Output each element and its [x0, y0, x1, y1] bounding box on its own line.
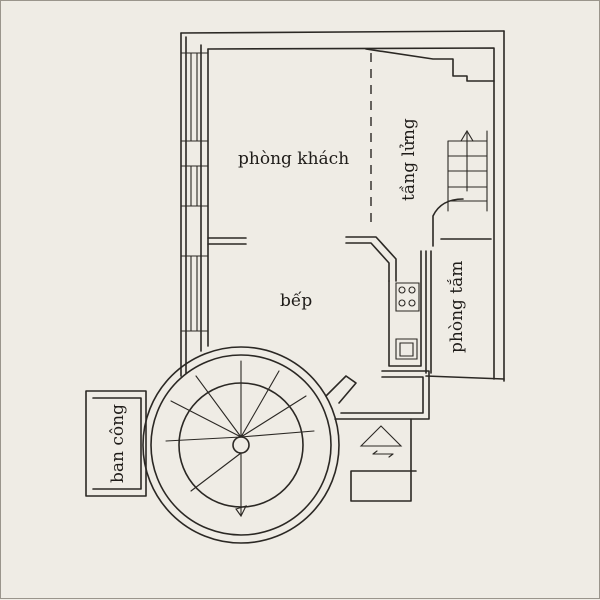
bathroom-wall [425, 250, 432, 374]
partition-stubs [207, 236, 492, 282]
lower-walls [325, 370, 430, 502]
kitchen-counter [388, 250, 422, 367]
left-windows [180, 52, 209, 332]
balcony-box [85, 390, 147, 497]
label-balcony: ban công [108, 404, 128, 483]
entry-arrow [359, 425, 403, 458]
label-mezzanine: tầng lửng [399, 118, 419, 201]
outer-walls [180, 30, 505, 382]
label-kitchen: bếp [280, 291, 312, 311]
bathroom-door [432, 198, 464, 247]
spiral-stair [142, 346, 340, 544]
label-bathroom: phòng tắm [447, 261, 467, 353]
label-living-room: phòng khách [238, 149, 349, 169]
right-stair [447, 129, 488, 212]
upper-right-wall [365, 48, 495, 82]
